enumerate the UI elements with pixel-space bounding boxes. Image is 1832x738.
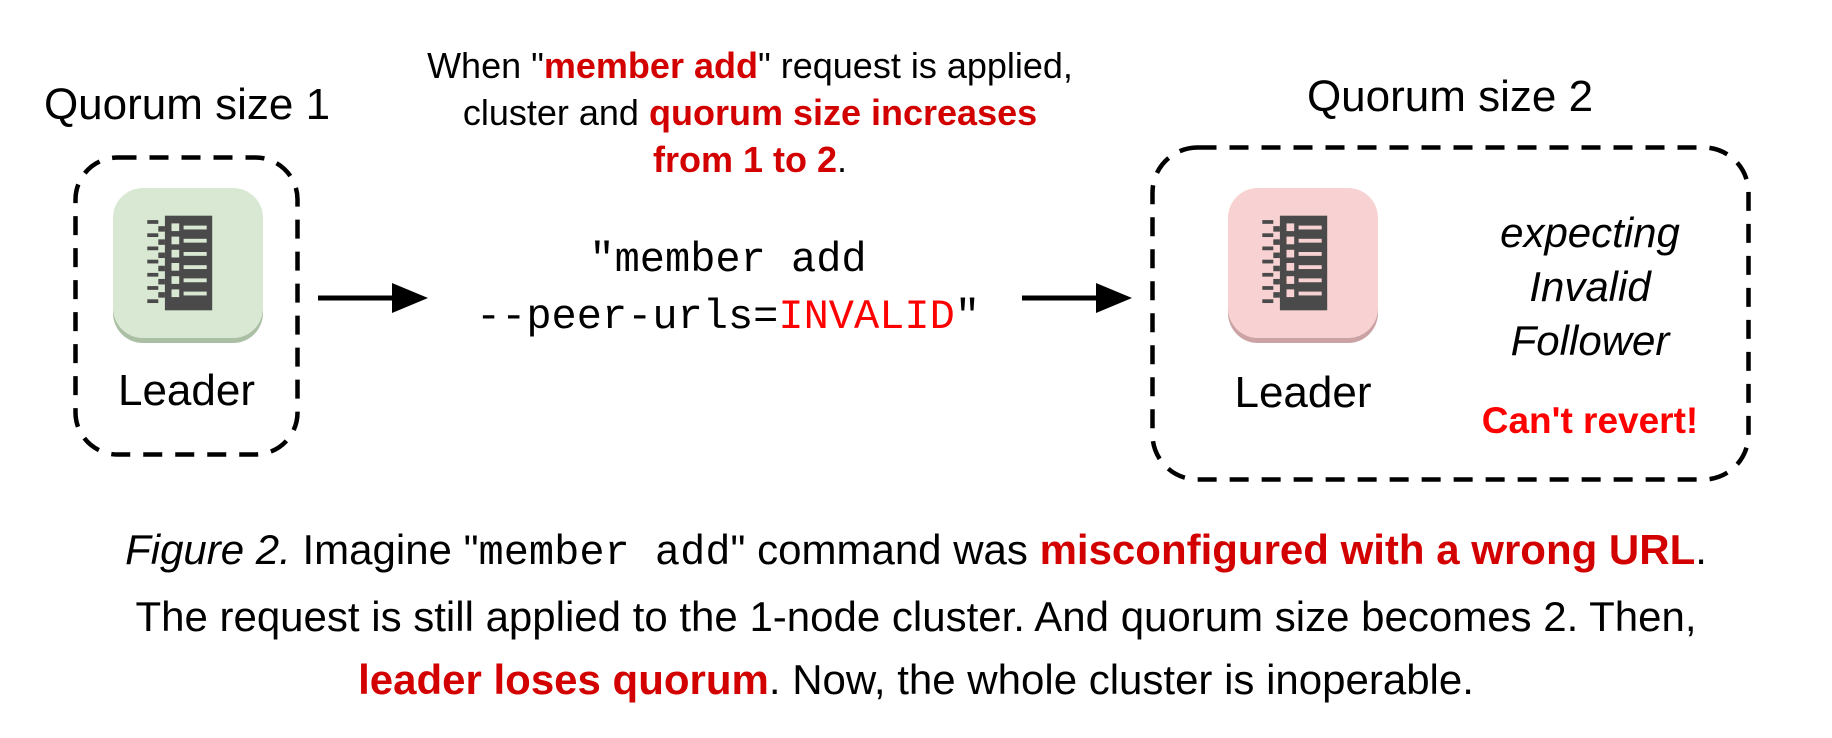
annotation-line-1: When "member add" request is applied, — [400, 42, 1100, 89]
command-text: " — [954, 293, 981, 341]
annotation-line-3: from 1 to 2. — [400, 136, 1100, 183]
cluster-box-2 — [1150, 145, 1751, 482]
command-invalid-value: INVALID — [778, 293, 955, 341]
leader-node-2 — [1228, 188, 1378, 338]
command-text: "member add — [589, 236, 867, 284]
caption-text: . Now, the whole cluster is inoperable. — [768, 656, 1474, 703]
expecting-line: expecting — [1500, 209, 1680, 256]
command-line-1: "member add — [428, 232, 1028, 289]
expecting-line: Invalid — [1529, 263, 1651, 310]
leader-label-1: Leader — [117, 366, 255, 415]
quorum-size-2-title: Quorum size 2 — [1306, 72, 1594, 121]
quorum-size-1-title: Quorum size 1 — [43, 80, 331, 129]
leader-label-2: Leader — [1234, 368, 1372, 417]
annotation-text: cluster and — [462, 92, 649, 133]
etcd-journal-icon — [147, 215, 213, 311]
caption-text: . — [1695, 526, 1707, 573]
etcd-journal-icon — [1262, 215, 1328, 311]
leader-node-1 — [113, 188, 263, 338]
annotation-text: When " — [427, 45, 544, 86]
annotation-text: . — [837, 139, 848, 180]
caption-text: The request is still applied to the 1-no… — [135, 593, 1697, 640]
arrow-right-icon — [318, 283, 428, 313]
figure-caption: Figure 2. Imagine "member add" command w… — [0, 518, 1832, 711]
caption-mono-text: member add — [478, 529, 731, 577]
annotation-text: " request is applied, — [757, 45, 1073, 86]
caption-line-2: The request is still applied to the 1-no… — [0, 585, 1832, 648]
expecting-line: Follower — [1510, 317, 1670, 364]
annotation-line-2: cluster and quorum size increases — [400, 89, 1100, 136]
annotation-red-text: quorum size increases — [648, 92, 1038, 133]
caption-text: " command was — [730, 526, 1040, 573]
member-add-command: "member add --peer-urls=INVALID" — [428, 232, 1028, 346]
caption-red-text: misconfigured with a wrong URL — [1039, 526, 1696, 573]
arrow-right-icon — [1022, 283, 1132, 313]
command-text: --peer-urls= — [475, 293, 779, 341]
command-line-2: --peer-urls=INVALID" — [428, 289, 1028, 346]
annotation-red-text: from 1 to 2 — [652, 139, 837, 180]
expecting-invalid-follower-note: expecting Invalid Follower — [1430, 206, 1750, 368]
caption-line-1: Figure 2. Imagine "member add" command w… — [0, 518, 1832, 585]
caption-red-text: leader loses quorum — [358, 656, 769, 703]
cant-revert-warning: Can't revert! — [1481, 400, 1699, 441]
cluster-box-1 — [73, 155, 300, 457]
caption-line-3: leader loses quorum. Now, the whole clus… — [0, 648, 1832, 711]
annotation-red-text: member add — [543, 45, 758, 86]
member-add-annotation: When "member add" request is applied, cl… — [400, 42, 1100, 183]
caption-text: Imagine " — [290, 526, 479, 573]
figure-label: Figure 2. — [125, 526, 291, 573]
